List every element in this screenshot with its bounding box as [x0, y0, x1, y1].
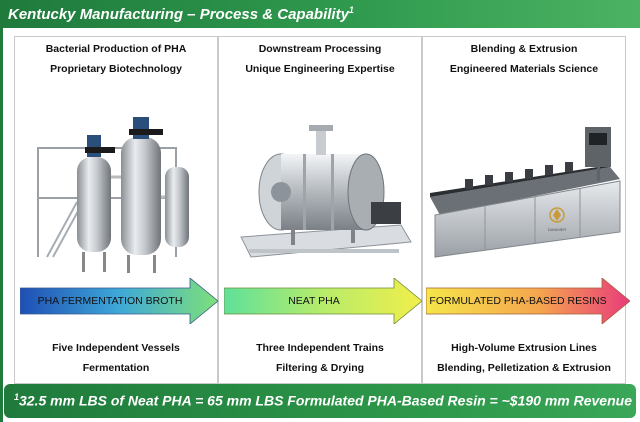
column-caption-primary: Five Independent Vessels: [52, 342, 180, 354]
footnote-mark: 1: [14, 392, 20, 402]
column-caption-secondary: Fermentation: [82, 362, 150, 374]
panel-downstream: Downstream Processing Unique Engineering…: [218, 36, 422, 384]
column-subheading: Engineered Materials Science: [449, 63, 599, 75]
column-caption-secondary: Blending, Pelletization & Extrusion: [437, 362, 611, 374]
footnote-mark: 1: [348, 5, 354, 15]
column-heading: Blending & Extrusion: [470, 43, 578, 55]
arrow-neat-pha: NEAT PHA: [224, 278, 422, 324]
header-banner: Kentucky Manufacturing – Process & Capab…: [0, 0, 640, 28]
drying-equipment-image: [240, 125, 412, 258]
column-heading: Downstream Processing: [258, 43, 382, 55]
arrow-label: PHA FERMENTATION BROTH: [37, 295, 183, 307]
equipment-badge: DANIMER: [548, 227, 567, 232]
page-title: Kentucky Manufacturing – Process & Capab…: [8, 5, 354, 23]
summary-banner: 132.5 mm LBS of Neat PHA = 65 mm LBS For…: [4, 384, 636, 418]
left-accent-strip: [0, 28, 3, 422]
panel-extrusion: Blending & Extrusion Engineered Material…: [422, 36, 626, 384]
column-caption-primary: High-Volume Extrusion Lines: [451, 342, 597, 354]
summary-text: 132.5 mm LBS of Neat PHA = 65 mm LBS For…: [14, 392, 632, 409]
arrow-label: NEAT PHA: [288, 295, 340, 307]
arrow-label: FORMULATED PHA-BASED RESINS: [429, 295, 607, 307]
column-subheading: Proprietary Biotechnology: [50, 63, 182, 75]
arrow-formulated-resins: FORMULATED PHA-BASED RESINS: [426, 278, 630, 324]
column-subheading: Unique Engineering Expertise: [245, 63, 395, 75]
column-caption-secondary: Filtering & Drying: [275, 362, 365, 374]
arrow-fermentation-broth: PHA FERMENTATION BROTH: [20, 278, 218, 324]
panel-fermentation: Bacterial Production of PHA Proprietary …: [14, 36, 218, 384]
extrusion-line-image: DANIMER: [430, 127, 621, 258]
column-heading: Bacterial Production of PHA: [45, 43, 187, 55]
column-caption-primary: Three Independent Trains: [256, 342, 384, 354]
fermentation-vessels-image: [37, 117, 189, 273]
